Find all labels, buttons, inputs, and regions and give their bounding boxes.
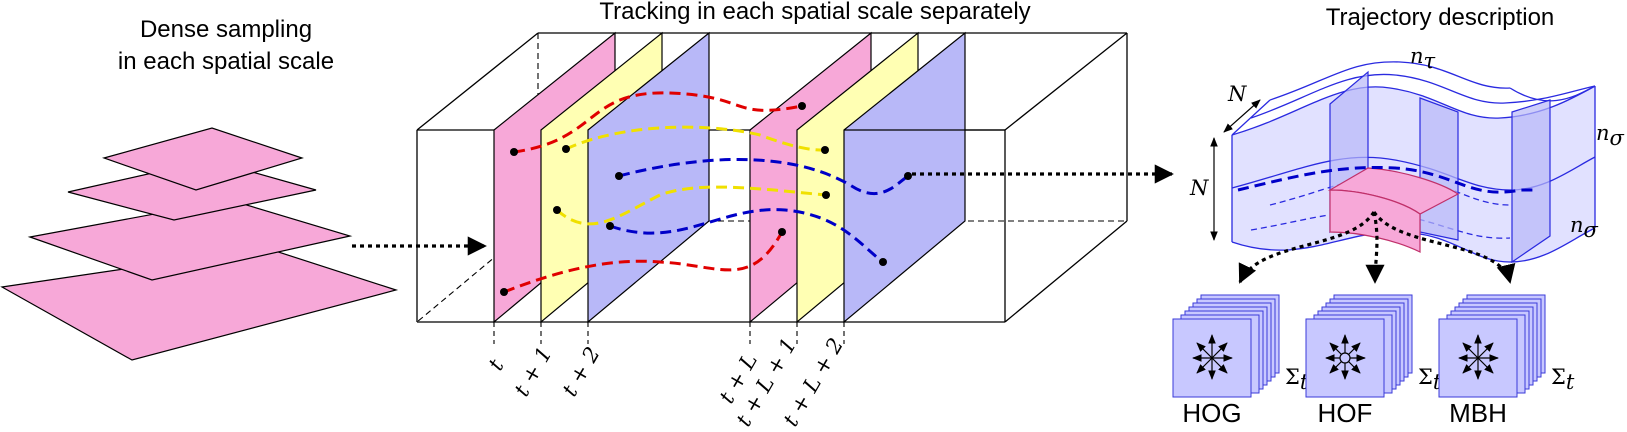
descriptor-mbh: MBH Σt — [1438, 294, 1575, 428]
label-n-sigma-2: nσ — [1570, 213, 1599, 242]
descriptor-hog: HOG Σt — [1172, 294, 1309, 428]
trajectory-title: Trajectory description — [1326, 4, 1555, 31]
time-label-t2: t + 2 — [558, 343, 605, 401]
trajectory-red-1 — [513, 91, 803, 154]
hog-histogram-icon — [1192, 334, 1233, 380]
volume-trajectory — [1237, 166, 1535, 194]
descriptor-label-mbh: MBH — [1449, 398, 1507, 428]
trajectory-description-panel: Trajectory description N N nτ nσ nσ — [1172, 4, 1625, 428]
trajectory-yellow-2 — [555, 185, 827, 226]
label-n-tau: nτ — [1410, 44, 1436, 73]
trajectory-blue-1 — [618, 158, 909, 196]
mbh-histogram-icon — [1458, 334, 1499, 380]
label-n-sigma-1: nσ — [1596, 121, 1625, 150]
scale-plane-1 — [101, 127, 304, 191]
sum-mbh: Σt — [1551, 365, 1575, 394]
dense-sampling-panel: Dense sampling in each spatial scale — [0, 16, 399, 361]
descriptor-hof: HOF Σt — [1305, 294, 1442, 428]
trajectory-yellow-1 — [565, 125, 826, 152]
label-N-depth: N — [1227, 82, 1247, 106]
trajectory-volume — [1232, 86, 1595, 262]
arrow-to-hof — [1365, 211, 1385, 284]
sum-hog: Σt — [1285, 365, 1309, 394]
frame-plane-t2 — [587, 31, 710, 324]
dense-title-line2: in each spatial scale — [118, 48, 334, 75]
arrow-to-mbh — [1372, 211, 1516, 284]
descriptor-label-hog: HOG — [1182, 398, 1241, 428]
descriptor-label-hof: HOF — [1318, 398, 1373, 428]
time-label-t1: t + 1 — [510, 343, 557, 401]
cell-section-3 — [1511, 99, 1551, 264]
cell-section-2 — [1419, 97, 1459, 241]
dense-title-line1: Dense sampling — [140, 16, 312, 43]
trajectory-blue-2 — [609, 208, 884, 264]
N-depth-arrow — [1223, 99, 1261, 133]
hof-histogram-icon — [1325, 334, 1366, 380]
label-N-height: N — [1189, 176, 1209, 200]
time-label-t: t — [484, 355, 509, 375]
tracking-panel: Tracking in each spatial scale separatel… — [416, 0, 1128, 431]
tracking-title: Tracking in each spatial scale separatel… — [599, 0, 1030, 25]
trajectory-red-2 — [503, 231, 784, 294]
arrow-to-hog — [1238, 211, 1376, 284]
sum-hof: Σt — [1418, 365, 1442, 394]
